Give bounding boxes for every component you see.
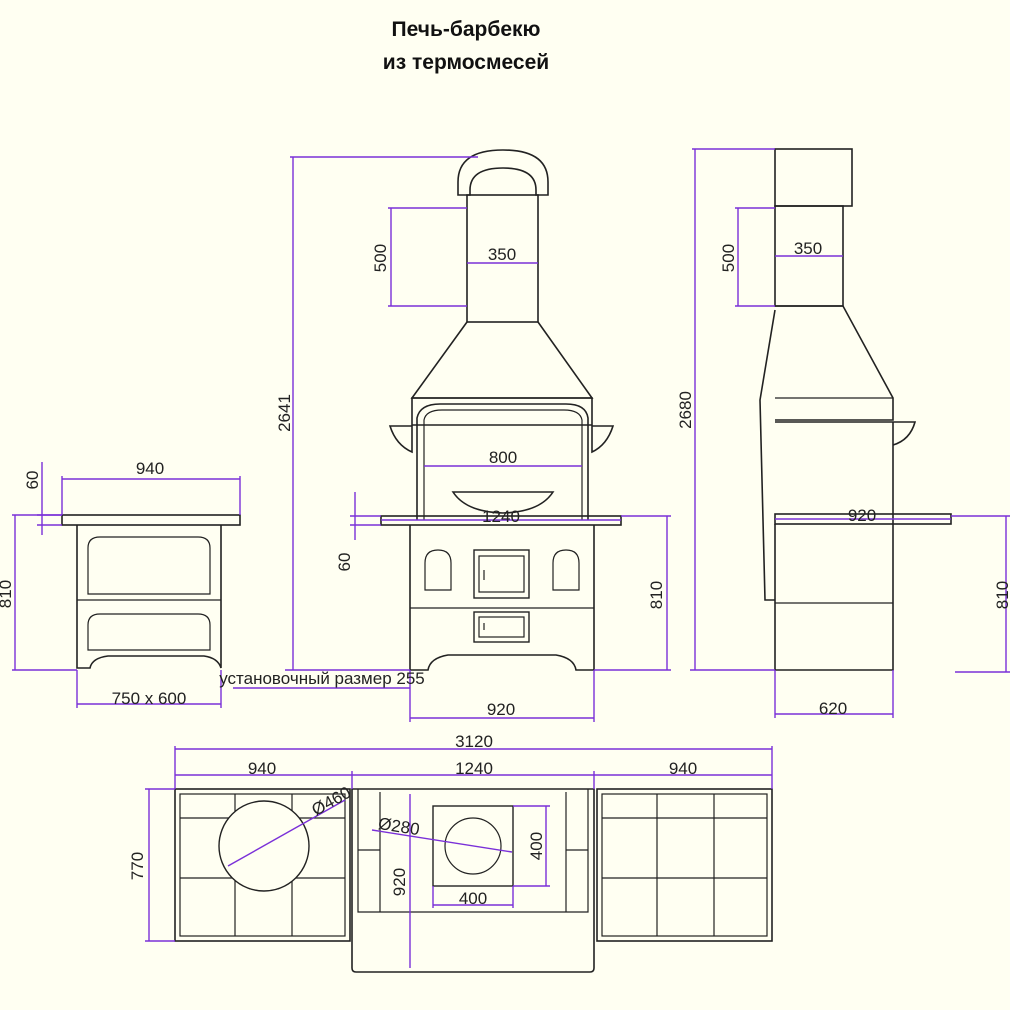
drawing-title-line2: из термосмесей — [383, 51, 549, 74]
plan-grate-width: 400 — [459, 889, 487, 908]
table-top-width: 940 — [136, 459, 164, 478]
plan-total-width: 3120 — [455, 732, 493, 751]
front-hood-opening: 800 — [489, 448, 517, 467]
table-footprint: 750 х 600 — [112, 689, 187, 708]
side-worktop-depth: 920 — [848, 506, 876, 525]
plan-center-depth: 920 — [390, 868, 409, 896]
plan-grate-height: 400 — [527, 832, 546, 860]
install-note: установочный размер 255 — [219, 669, 425, 688]
front-worktop-height: 810 — [647, 581, 666, 609]
side-table-dimensions: 940 60 810 750 х 600 установочный размер… — [0, 459, 425, 708]
front-worktop-thickness: 60 — [335, 553, 354, 572]
side-chimney-height: 500 — [719, 244, 738, 272]
table-top-thickness: 60 — [23, 471, 42, 490]
side-worktop-height: 810 — [993, 581, 1010, 609]
front-view-dimensions: 2641 500 350 800 1240 60 810 920 — [275, 156, 671, 722]
plan-center-circle: Ø280 — [377, 814, 421, 839]
plan-center-width: 1240 — [455, 759, 493, 778]
side-total-height: 2680 — [676, 391, 695, 429]
front-total-height: 2641 — [275, 394, 294, 432]
front-view — [380, 149, 622, 671]
front-base-width: 920 — [487, 700, 515, 719]
drawing-title-line1: Печь-барбекю — [392, 18, 541, 41]
side-view — [759, 148, 952, 671]
side-base-depth: 620 — [819, 699, 847, 718]
front-worktop-width: 1240 — [482, 507, 520, 526]
plan-left-width: 940 — [248, 759, 276, 778]
front-chimney-width: 350 — [488, 245, 516, 264]
side-view-dimensions: 2680 500 350 920 810 620 — [676, 148, 1010, 718]
plan-left-depth: 770 — [128, 852, 147, 880]
side-chimney-width: 350 — [794, 239, 822, 258]
side-table — [61, 514, 241, 669]
plan-right-width: 940 — [669, 759, 697, 778]
front-chimney-height: 500 — [371, 244, 390, 272]
plan-view — [174, 788, 773, 973]
table-height: 810 — [0, 580, 15, 608]
